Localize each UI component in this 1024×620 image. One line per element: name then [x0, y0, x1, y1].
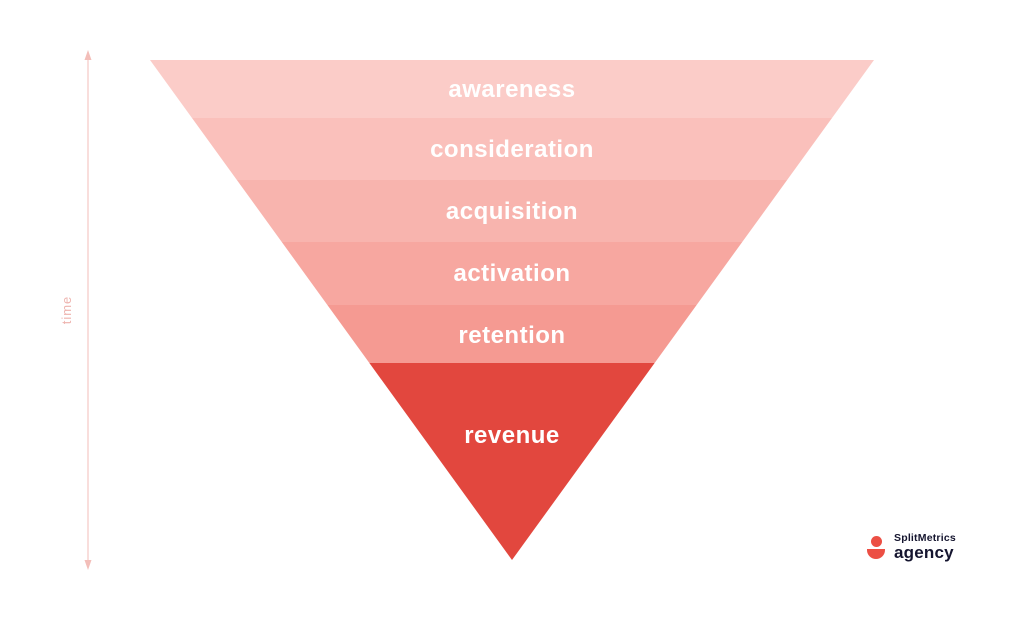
funnel-layer-retention — [327, 305, 697, 363]
brand-logo: SplitMetrics agency — [866, 532, 956, 563]
funnel-layers: awareness consideration acquisition activat… — [150, 60, 874, 560]
funnel-label-activation: activation — [453, 260, 570, 287]
time-axis: time — [59, 50, 92, 570]
brand-icon-body — [867, 548, 885, 559]
funnel-layer-acquisition — [236, 180, 788, 242]
funnel-label-acquisition: acquisition — [446, 198, 578, 225]
time-axis-arrow-down-icon — [84, 560, 92, 570]
funnel-label-awareness: awareness — [448, 76, 575, 103]
funnel-layer-activation — [281, 242, 743, 305]
funnel-layer-awareness — [150, 60, 874, 118]
funnel-label-revenue: revenue — [464, 422, 560, 449]
brand-tagline: agency — [894, 543, 954, 563]
brand-name: SplitMetrics — [894, 532, 956, 544]
brand-icon-dot — [870, 535, 882, 547]
time-axis-label: time — [59, 296, 74, 325]
funnel-label-consideration: consideration — [430, 136, 594, 163]
brand-text: SplitMetrics agency — [894, 532, 956, 563]
brand-icon — [866, 535, 886, 559]
funnel-layer-consideration — [191, 118, 833, 180]
funnel-label-retention: retention — [458, 322, 565, 349]
time-axis-arrow-up-icon — [84, 50, 92, 60]
funnel-layer-revenue — [369, 363, 655, 560]
